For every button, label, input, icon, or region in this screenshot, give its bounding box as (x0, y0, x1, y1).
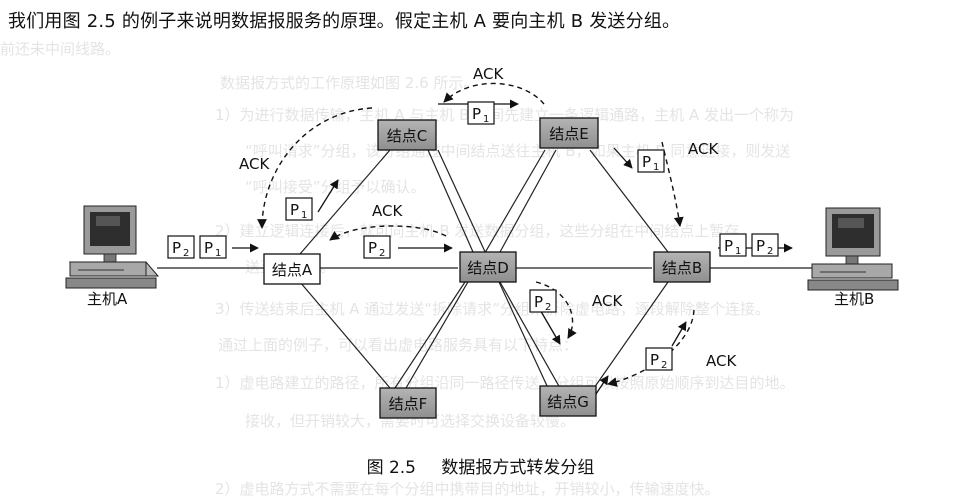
svg-text:P: P (534, 293, 543, 311)
ack-arc-E-to-C (443, 82, 545, 105)
svg-text:P: P (642, 153, 651, 171)
ack-label: ACK (372, 202, 403, 220)
link-D-E (499, 149, 557, 253)
arrow-G-to-B (595, 375, 609, 395)
svg-text:结点A: 结点A (272, 261, 313, 279)
ack-label: ACK (592, 292, 623, 310)
packet-p2: P 2 (751, 233, 779, 257)
svg-text:1: 1 (215, 248, 221, 259)
figure-caption: 图 2.5 数据报方式转发分组 (0, 453, 961, 478)
svg-text:结点C: 结点C (387, 127, 427, 145)
node-a: 结点A (263, 253, 321, 285)
link-C-D (427, 149, 474, 253)
ack-arc-G-to-D (535, 281, 577, 339)
svg-text:P: P (472, 105, 481, 123)
svg-text:P: P (204, 239, 213, 257)
svg-text:结点F: 结点F (389, 395, 428, 413)
node-g: 结点G (539, 385, 597, 417)
link-A-F (299, 281, 391, 389)
network-nodes: 结点A 结点C 结点D 结点E 结点F 结点G 结点B (263, 117, 711, 419)
svg-text:2: 2 (767, 246, 773, 257)
node-b: 结点B (653, 251, 711, 283)
packet-p2: P 2 (645, 347, 673, 371)
node-d: 结点D (459, 251, 517, 283)
svg-text:2: 2 (183, 248, 189, 259)
packet-p1: P 1 (637, 149, 665, 173)
host-a-computer-icon (65, 205, 160, 289)
caption-number: 图 2.5 (366, 458, 417, 478)
ack-arc-C-to-A (257, 107, 373, 229)
svg-text:2: 2 (379, 248, 385, 259)
ack-arc-B-to-G (607, 309, 695, 387)
svg-text:结点E: 结点E (549, 125, 588, 143)
packet-p1: P 1 (467, 101, 495, 125)
ack-arcs (257, 82, 695, 387)
network-links (157, 149, 820, 389)
host-a-label: 主机A (87, 290, 128, 308)
svg-text:结点G: 结点G (547, 393, 589, 411)
node-e: 结点E (539, 117, 599, 149)
link-E-B (589, 149, 669, 253)
link-D-G (499, 281, 561, 389)
caption-title: 数据报方式转发分组 (441, 458, 595, 478)
ack-label: ACK (706, 352, 737, 370)
svg-text:2: 2 (661, 360, 667, 371)
link-A-C (299, 149, 391, 255)
packet-p1: P 1 (199, 235, 227, 259)
ack-arc-B-to-E (661, 141, 684, 227)
link-F-D (394, 281, 466, 389)
svg-text:P: P (290, 201, 299, 219)
node-f: 结点F (379, 387, 437, 419)
packet-p1: P 1 (285, 197, 313, 221)
svg-text:P: P (650, 351, 659, 369)
svg-text:结点D: 结点D (467, 259, 509, 277)
svg-text:1: 1 (735, 246, 741, 257)
packet-p1: P 1 (719, 233, 747, 257)
packet-p2: P 2 (529, 289, 557, 313)
host-b-computer-icon (807, 207, 899, 291)
ack-label: ACK (473, 65, 504, 83)
svg-text:P: P (756, 237, 765, 255)
host-b-label: 主机B (834, 290, 874, 308)
svg-text:1: 1 (483, 114, 489, 125)
link-G-B (593, 281, 669, 389)
intro-paragraph: 我们用图 2.5 的例子来说明数据报服务的原理。假定主机 A 要向主机 B 发送… (8, 11, 681, 32)
packets: P 2 P 1 P 1 P 1 P 1 P 2 P (167, 101, 779, 371)
packet-p2: P 2 (363, 235, 391, 259)
arrow-E-to-B (613, 147, 633, 169)
ack-label: ACK (688, 140, 719, 158)
arrow-A-to-C (317, 179, 339, 213)
svg-text:P: P (172, 239, 181, 257)
svg-text:1: 1 (653, 162, 659, 173)
svg-text:P: P (368, 239, 377, 257)
svg-text:1: 1 (301, 210, 307, 221)
ack-arc-D-to-A (329, 225, 447, 241)
ack-label: ACK (239, 155, 270, 173)
svg-text:结点B: 结点B (662, 259, 702, 277)
svg-text:2: 2 (545, 302, 551, 313)
packet-p2: P 2 (167, 235, 195, 259)
arrow-G-to-B-2 (671, 321, 687, 347)
node-c: 结点C (377, 119, 437, 151)
svg-text:P: P (724, 237, 733, 255)
